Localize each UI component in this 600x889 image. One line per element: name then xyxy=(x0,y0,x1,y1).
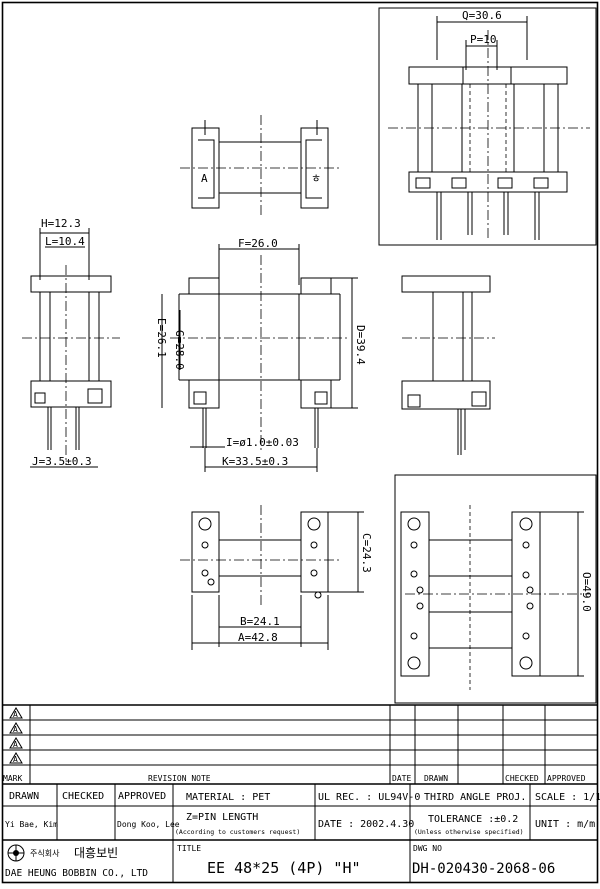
dim-q-label: Q=30.6 xyxy=(462,9,502,22)
revision-mark-1: A xyxy=(13,710,18,719)
top-face-view: A ㅎ xyxy=(180,115,340,215)
tolerance-text: TOLERANCE :±0.2 xyxy=(428,814,518,825)
marker-b: ㅎ xyxy=(311,172,321,185)
dim-l-label: L=10.4 xyxy=(45,235,85,248)
title-label: TITLE xyxy=(177,844,201,853)
header-checked: CHECKED xyxy=(505,774,539,783)
marker-a: A xyxy=(201,172,208,185)
detail-view-top-right: Q=30.6 P=10 xyxy=(378,7,597,246)
center-front-view: F=26.0 G=28.0 E=26.1 D=39.4 I=ø1.0±0.03 xyxy=(155,237,367,472)
dim-p-label: P=10 xyxy=(470,33,497,46)
dwg-no-value: DH-020430-2068-06 xyxy=(412,861,555,877)
right-side-view xyxy=(401,275,495,455)
drawn-by-name: Yi Bae, Kim xyxy=(5,820,58,829)
dim-g-label: G=28.0 xyxy=(173,330,186,370)
revision-mark-4: A xyxy=(13,755,18,764)
dim-d-label: D=39.4 xyxy=(354,325,367,365)
z-note-sub: (According to customers request) xyxy=(175,828,300,836)
dim-h-label: H=12.3 xyxy=(41,217,81,230)
dim-e-label: E=26.1 xyxy=(155,318,168,358)
dim-k-label: K=33.5±0.3 xyxy=(222,455,288,468)
projection-text: THIRD ANGLE PROJ. xyxy=(424,792,526,803)
dim-a-label: A=42.8 xyxy=(238,631,278,644)
material-text: MATERIAL : PET xyxy=(186,792,270,803)
header-date: DATE xyxy=(392,774,411,783)
dim-j-label: J=3.5±0.3 xyxy=(32,455,92,468)
company-en-name: DAE HEUNG BOBBIN CO., LTD xyxy=(5,868,148,879)
detail-view-bottom-right: O=49.0 xyxy=(394,474,597,704)
checked-label: CHECKED xyxy=(62,791,104,802)
tolerance-sub: (Unless otherwise specified) xyxy=(414,828,524,836)
scale-text: SCALE : 1/1 xyxy=(535,792,600,803)
ul-rec-text: UL REC. : UL94V-0 xyxy=(318,792,420,803)
z-note-text: Z=PIN LENGTH xyxy=(186,812,258,823)
company-kr-name: 대흥보빈 xyxy=(74,846,118,860)
dim-f-label: F=26.0 xyxy=(238,237,278,250)
dim-c-label: C=24.3 xyxy=(360,533,373,573)
company-logo xyxy=(7,844,25,862)
left-side-view: H=12.3 L=10.4 J=3.5±0.3 xyxy=(22,217,120,468)
drawing-title: EE 48*25 (4P) "H" xyxy=(207,859,361,877)
header-mark: MARK xyxy=(3,774,22,783)
header-approved: APPROVED xyxy=(547,774,586,783)
drawn-label: DRAWN xyxy=(9,791,39,802)
revision-mark-2: A xyxy=(13,725,18,734)
approved-by-name: Dong Koo, Lee xyxy=(117,820,180,829)
dim-o-label: O=49.0 xyxy=(580,572,593,612)
approved-label: APPROVED xyxy=(118,791,166,802)
bottom-view: C=24.3 B=24.1 A=42.8 xyxy=(180,505,373,650)
header-revision-note: REVISION NOTE xyxy=(148,774,211,783)
unit-text: UNIT : m/m xyxy=(535,819,595,830)
header-drawn: DRAWN xyxy=(424,774,448,783)
dim-b-label: B=24.1 xyxy=(240,615,280,628)
company-kr-prefix: 주식회사 xyxy=(30,849,60,858)
dwg-no-label: DWG NO xyxy=(413,844,442,853)
title-block: A A A A MARK REVISION NOTE DATE DRAWN CH… xyxy=(2,704,600,882)
date-text: DATE : 2002.4.30 xyxy=(318,819,414,830)
dim-i-label: I=ø1.0±0.03 xyxy=(226,436,299,449)
revision-mark-3: A xyxy=(13,740,18,749)
